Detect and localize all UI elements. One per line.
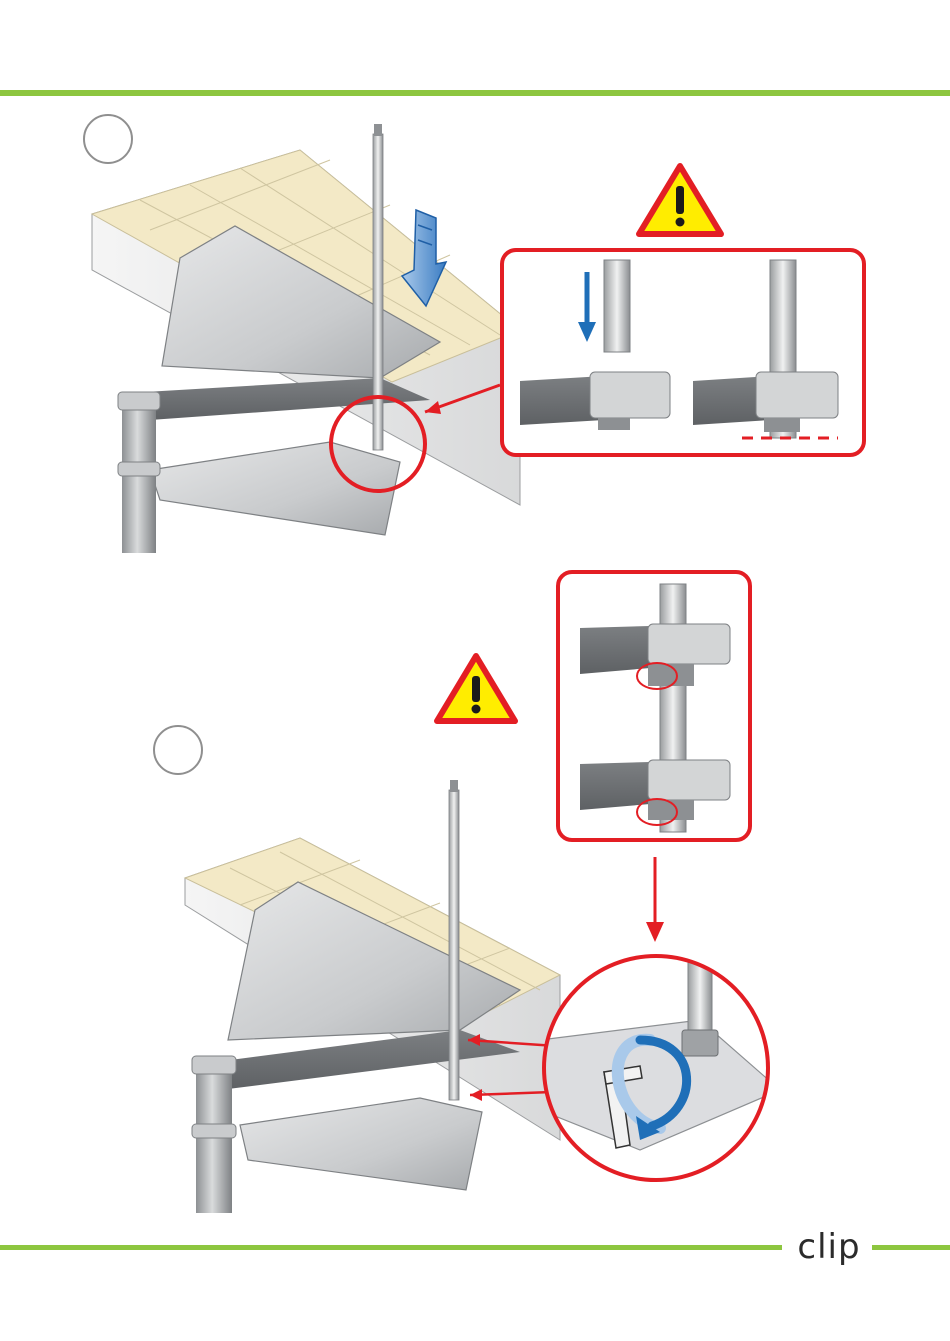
pole-collar <box>118 392 160 410</box>
step-2-badge <box>153 725 203 775</box>
rod-insertion-detail <box>502 250 864 455</box>
step-1-scene <box>92 124 520 553</box>
warning-triangle-icon-2 <box>437 656 515 721</box>
step-1-badge <box>83 114 133 164</box>
step-2-scene <box>185 780 560 1213</box>
baluster-rod <box>373 134 383 450</box>
warning-triangle-icon <box>639 166 721 234</box>
lower-tread-plate-2 <box>240 1098 482 1190</box>
nut-tightening-detail <box>558 572 750 840</box>
baluster-rod-2 <box>449 790 459 1100</box>
hex-key-zoom <box>540 956 780 1180</box>
